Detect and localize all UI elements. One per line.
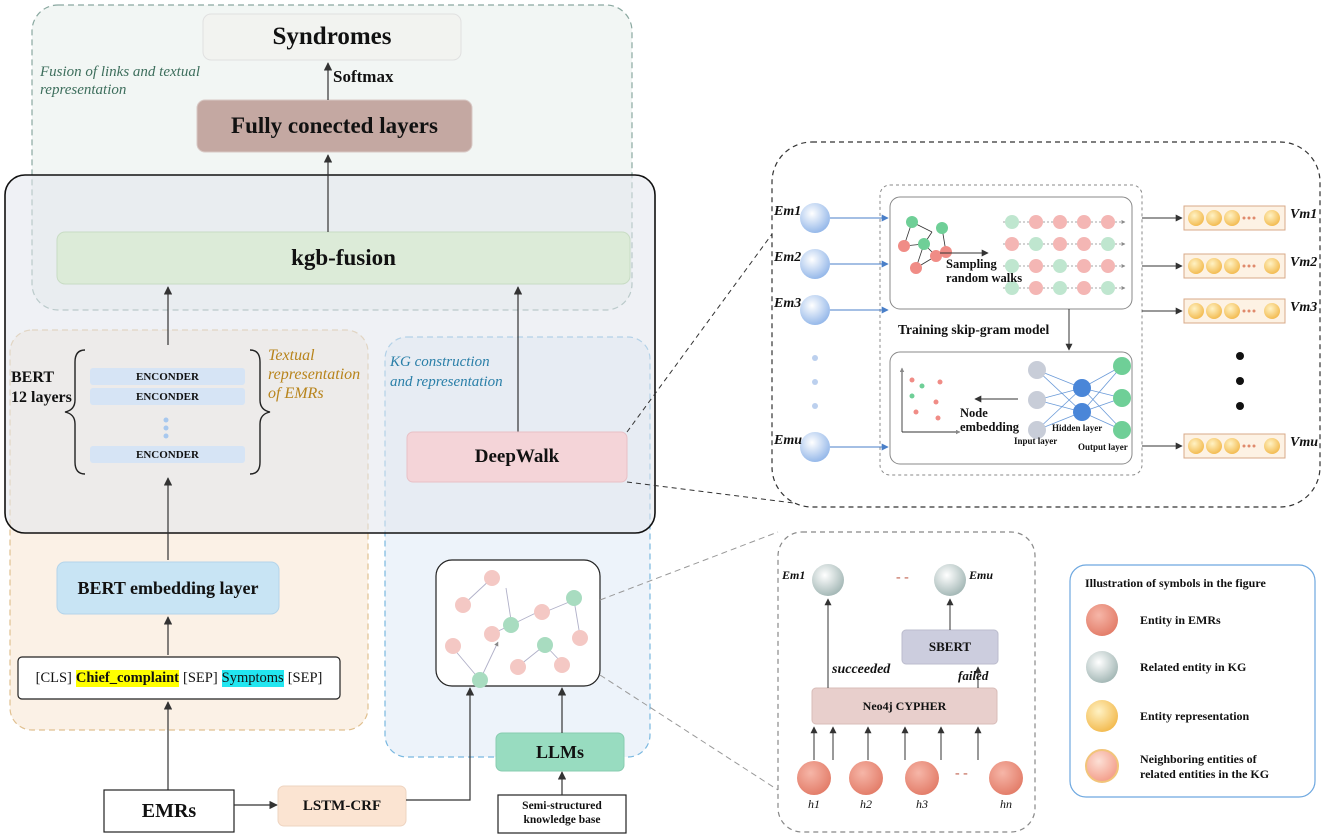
token-sep-2: [SEP] [287, 669, 323, 686]
token-cls: [CLS] [35, 669, 72, 686]
skipgram-panel [889, 351, 1133, 465]
lstm-crf-box [277, 785, 407, 827]
syndromes-box [202, 13, 462, 61]
kg-dashes: - - [896, 570, 909, 585]
lstm-crf-label: LSTM-CRF [302, 797, 382, 814]
encoder-bar-2 [90, 388, 245, 405]
right-brace [249, 349, 271, 475]
h-circles [797, 761, 1023, 795]
kgb-fusion-label: kgb-fusion [291, 245, 396, 270]
h-arrows [810, 726, 982, 760]
semi-structured-label: Semi-structured knowledge base [522, 800, 602, 826]
legend-title: Illustration of symbols in the figure [1085, 576, 1266, 590]
emrs-box [103, 789, 235, 833]
legend-box [1069, 564, 1316, 798]
em1-circle [812, 564, 844, 596]
input-token-box [17, 656, 341, 700]
em-input-label-1: Em1 [774, 204, 802, 219]
skipgram-network [1028, 357, 1131, 439]
emu-circle [934, 564, 966, 596]
vm-output-label-1: Vm1 [1290, 207, 1318, 222]
node-embedding-label: Node embedding [960, 406, 1020, 435]
legend-label-entity-repr: Entity representation [1140, 709, 1250, 723]
legend-entity-repr-icon [1086, 700, 1118, 732]
random-walk-grid [1003, 215, 1126, 295]
vm-arrows [1142, 214, 1183, 450]
h2-label: h2 [860, 797, 872, 811]
kg-emu-label: Emu [969, 568, 994, 582]
vm-dots [1188, 210, 1280, 454]
neo4j-label: Neo4j CYPHER [862, 698, 947, 713]
encoder-label-1: ENCONDER [136, 370, 199, 383]
kg-em1-label: Em1 [782, 568, 806, 582]
llms-box [495, 732, 625, 772]
input-tokens: [CLS] Chief_complaint [SEP] Symptoms [SE… [18, 657, 340, 699]
syndromes-label: Syndromes [272, 23, 392, 50]
bert-embedding-box [56, 561, 280, 615]
kg-region-label: KG construction and representation [390, 354, 503, 390]
token-chief-complaint: Chief_complaint [75, 669, 179, 687]
llms-label: LLMs [535, 741, 584, 762]
em-input-label-3: Em3 [774, 296, 802, 311]
embedding-scatter [899, 367, 961, 435]
vm-output-label-2: Vm2 [1290, 255, 1318, 270]
legend-neighbor-icon [1085, 749, 1119, 783]
h-dashes: - - [955, 766, 968, 781]
token-symptoms: Symptoms [221, 669, 284, 687]
sampling-panel [889, 196, 1133, 310]
encoder-label-3: ENCONDER [136, 448, 199, 461]
fusion-region-label: Fusion of links and textual representati… [40, 64, 200, 98]
fully-connected-box [196, 99, 473, 153]
training-label: Training skip-gram model [898, 322, 1050, 337]
kg-detail-region [777, 531, 1036, 833]
softmax-label: Softmax [333, 67, 394, 86]
bert-embedding-label: BERT embedding layer [77, 577, 259, 598]
semi-structured-box [497, 794, 627, 834]
deepwalk-box [406, 431, 628, 483]
h1-label: h1 [808, 797, 820, 811]
fully-connected-label: Fully conected layers [231, 113, 438, 138]
h3-label: h3 [916, 797, 928, 811]
encoder-bar-1 [90, 368, 245, 385]
em-input-label-u: Emu [774, 433, 803, 448]
hidden-layer-label: Hidden layer [1052, 423, 1103, 433]
legend-label-related-entity: Related entity in KG [1140, 660, 1247, 674]
token-sep-1: [SEP] [183, 669, 218, 686]
bert-layers-label: BERT 12 layers [11, 369, 72, 406]
textual-region-label: Textual representation of EMRs [268, 347, 361, 403]
legend-label-neighbor: Neighboring entities of related entities… [1140, 752, 1270, 781]
encoder-label-2: ENCONDER [136, 390, 199, 403]
legend-label-entity-emrs: Entity in EMRs [1140, 613, 1221, 627]
vm-output-label-3: Vm3 [1290, 300, 1318, 315]
hn-label: hn [1000, 797, 1012, 811]
sampling-label: Sampling random walks [946, 257, 1023, 286]
sbert-label: SBERT [928, 639, 972, 654]
kg-nodes [445, 570, 588, 688]
vm-output-label-u: Vmu [1290, 435, 1319, 450]
succeeded-label: succeeded [832, 662, 891, 677]
em-input-label-2: Em2 [774, 250, 802, 265]
legend-related-entity-icon [1086, 651, 1118, 683]
left-brace [64, 349, 86, 475]
deepwalk-label: DeepWalk [474, 446, 560, 467]
output-layer-label: Output layer [1078, 442, 1128, 452]
failed-label: failed [958, 668, 989, 683]
neo4j-box [811, 687, 998, 725]
kgb-fusion-box [56, 231, 631, 285]
input-layer-label: Input layer [1014, 436, 1058, 446]
legend-entity-emrs-icon [1086, 604, 1118, 636]
emrs-label: EMRs [141, 799, 197, 822]
encoder-bar-3 [90, 446, 245, 463]
em-input-circles [800, 203, 830, 462]
